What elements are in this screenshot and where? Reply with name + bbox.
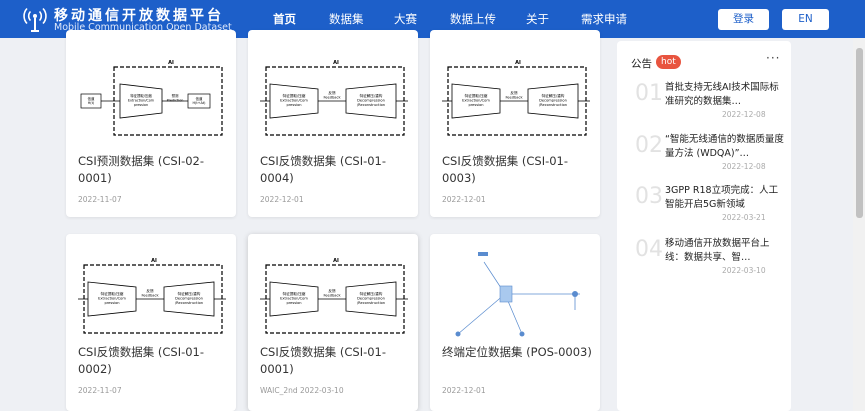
announcement-date: 2022-03-10 xyxy=(722,266,766,275)
dataset-date: 2022-12-01 xyxy=(442,386,486,395)
site-subtitle: Mobile Communication Open Dataset xyxy=(54,22,232,33)
login-button[interactable]: 登录 xyxy=(718,9,769,30)
announcement-text[interactable]: “智能无线通信的数据质量度量方法 (WDQA)”… xyxy=(665,134,784,159)
svg-text:信道H(t+Δt): 信道H(t+Δt) xyxy=(192,96,206,105)
dataset-date: 2022-12-01 xyxy=(442,195,486,204)
nav-competition[interactable]: 大赛 xyxy=(394,12,417,26)
scrollbar-thumb[interactable] xyxy=(856,48,863,218)
dataset-title[interactable]: CSI反馈数据集 (CSI-01-0004) xyxy=(260,154,387,185)
nav-about[interactable]: 关于 xyxy=(526,12,549,26)
announcement-text[interactable]: 移动通信开放数据平台上线：数据共享、智… xyxy=(665,238,770,263)
announcement-panel: 公告 hot ··· 01 首批支持无线AI技术国际标准研究的数据集… 2022… xyxy=(617,41,791,411)
dataset-date: 2022-12-01 xyxy=(260,195,304,204)
nav-home[interactable]: 首页 xyxy=(273,12,296,26)
svg-text:AI: AI xyxy=(333,60,339,66)
hot-badge: hot xyxy=(656,55,681,69)
dataset-card[interactable]: 终端定位数据集 (POS-0003) 2022-12-01 xyxy=(430,234,600,411)
svg-text:AI: AI xyxy=(333,258,339,264)
dataset-title[interactable]: CSI反馈数据集 (CSI-01-0003) xyxy=(442,154,569,185)
dataset-title[interactable]: CSI预测数据集 (CSI-02-0001) xyxy=(78,154,205,185)
dataset-date: 2022-11-07 xyxy=(78,195,122,204)
announcement-text[interactable]: 首批支持无线AI技术国际标准研究的数据集… xyxy=(665,82,779,107)
dataset-title[interactable]: CSI反馈数据集 (CSI-01-0002) xyxy=(78,345,205,376)
announcement-date: 2022-12-08 xyxy=(722,110,766,119)
announcement-date: 2022-12-08 xyxy=(722,162,766,171)
announcement-text[interactable]: 3GPP R18立项完成：人工智能开启5G新领域 xyxy=(665,185,779,210)
dataset-title[interactable]: CSI反馈数据集 (CSI-01-0001) xyxy=(260,345,387,376)
dataset-diagram xyxy=(440,242,590,342)
svg-text:信道H(t): 信道H(t) xyxy=(88,96,95,105)
more-icon[interactable]: ··· xyxy=(766,51,781,65)
nav-data-upload[interactable]: 数据上传 xyxy=(450,12,496,26)
announcement-date: 2022-03-21 xyxy=(722,213,766,222)
dataset-title[interactable]: 终端定位数据集 (POS-0003) xyxy=(442,345,592,359)
dataset-date: WAIC_2nd 2022-03-10 xyxy=(260,386,344,395)
signal-tower-icon xyxy=(23,7,47,32)
svg-text:AI: AI xyxy=(151,258,157,264)
svg-text:AI: AI xyxy=(515,60,521,66)
announcement-number: 03 xyxy=(635,184,663,209)
nav-request[interactable]: 需求申请 xyxy=(581,12,627,26)
announcement-number: 01 xyxy=(635,81,663,106)
dataset-date: 2022-11-07 xyxy=(78,386,122,395)
announcement-number: 02 xyxy=(635,133,663,158)
nav-datasets[interactable]: 数据集 xyxy=(329,12,364,26)
announcement-number: 04 xyxy=(635,237,663,262)
language-button[interactable]: EN xyxy=(782,9,829,30)
announcement-title: 公告 xyxy=(631,58,652,70)
svg-text:AI: AI xyxy=(168,60,174,66)
site-title[interactable]: 移动通信开放数据平台 xyxy=(54,8,224,24)
